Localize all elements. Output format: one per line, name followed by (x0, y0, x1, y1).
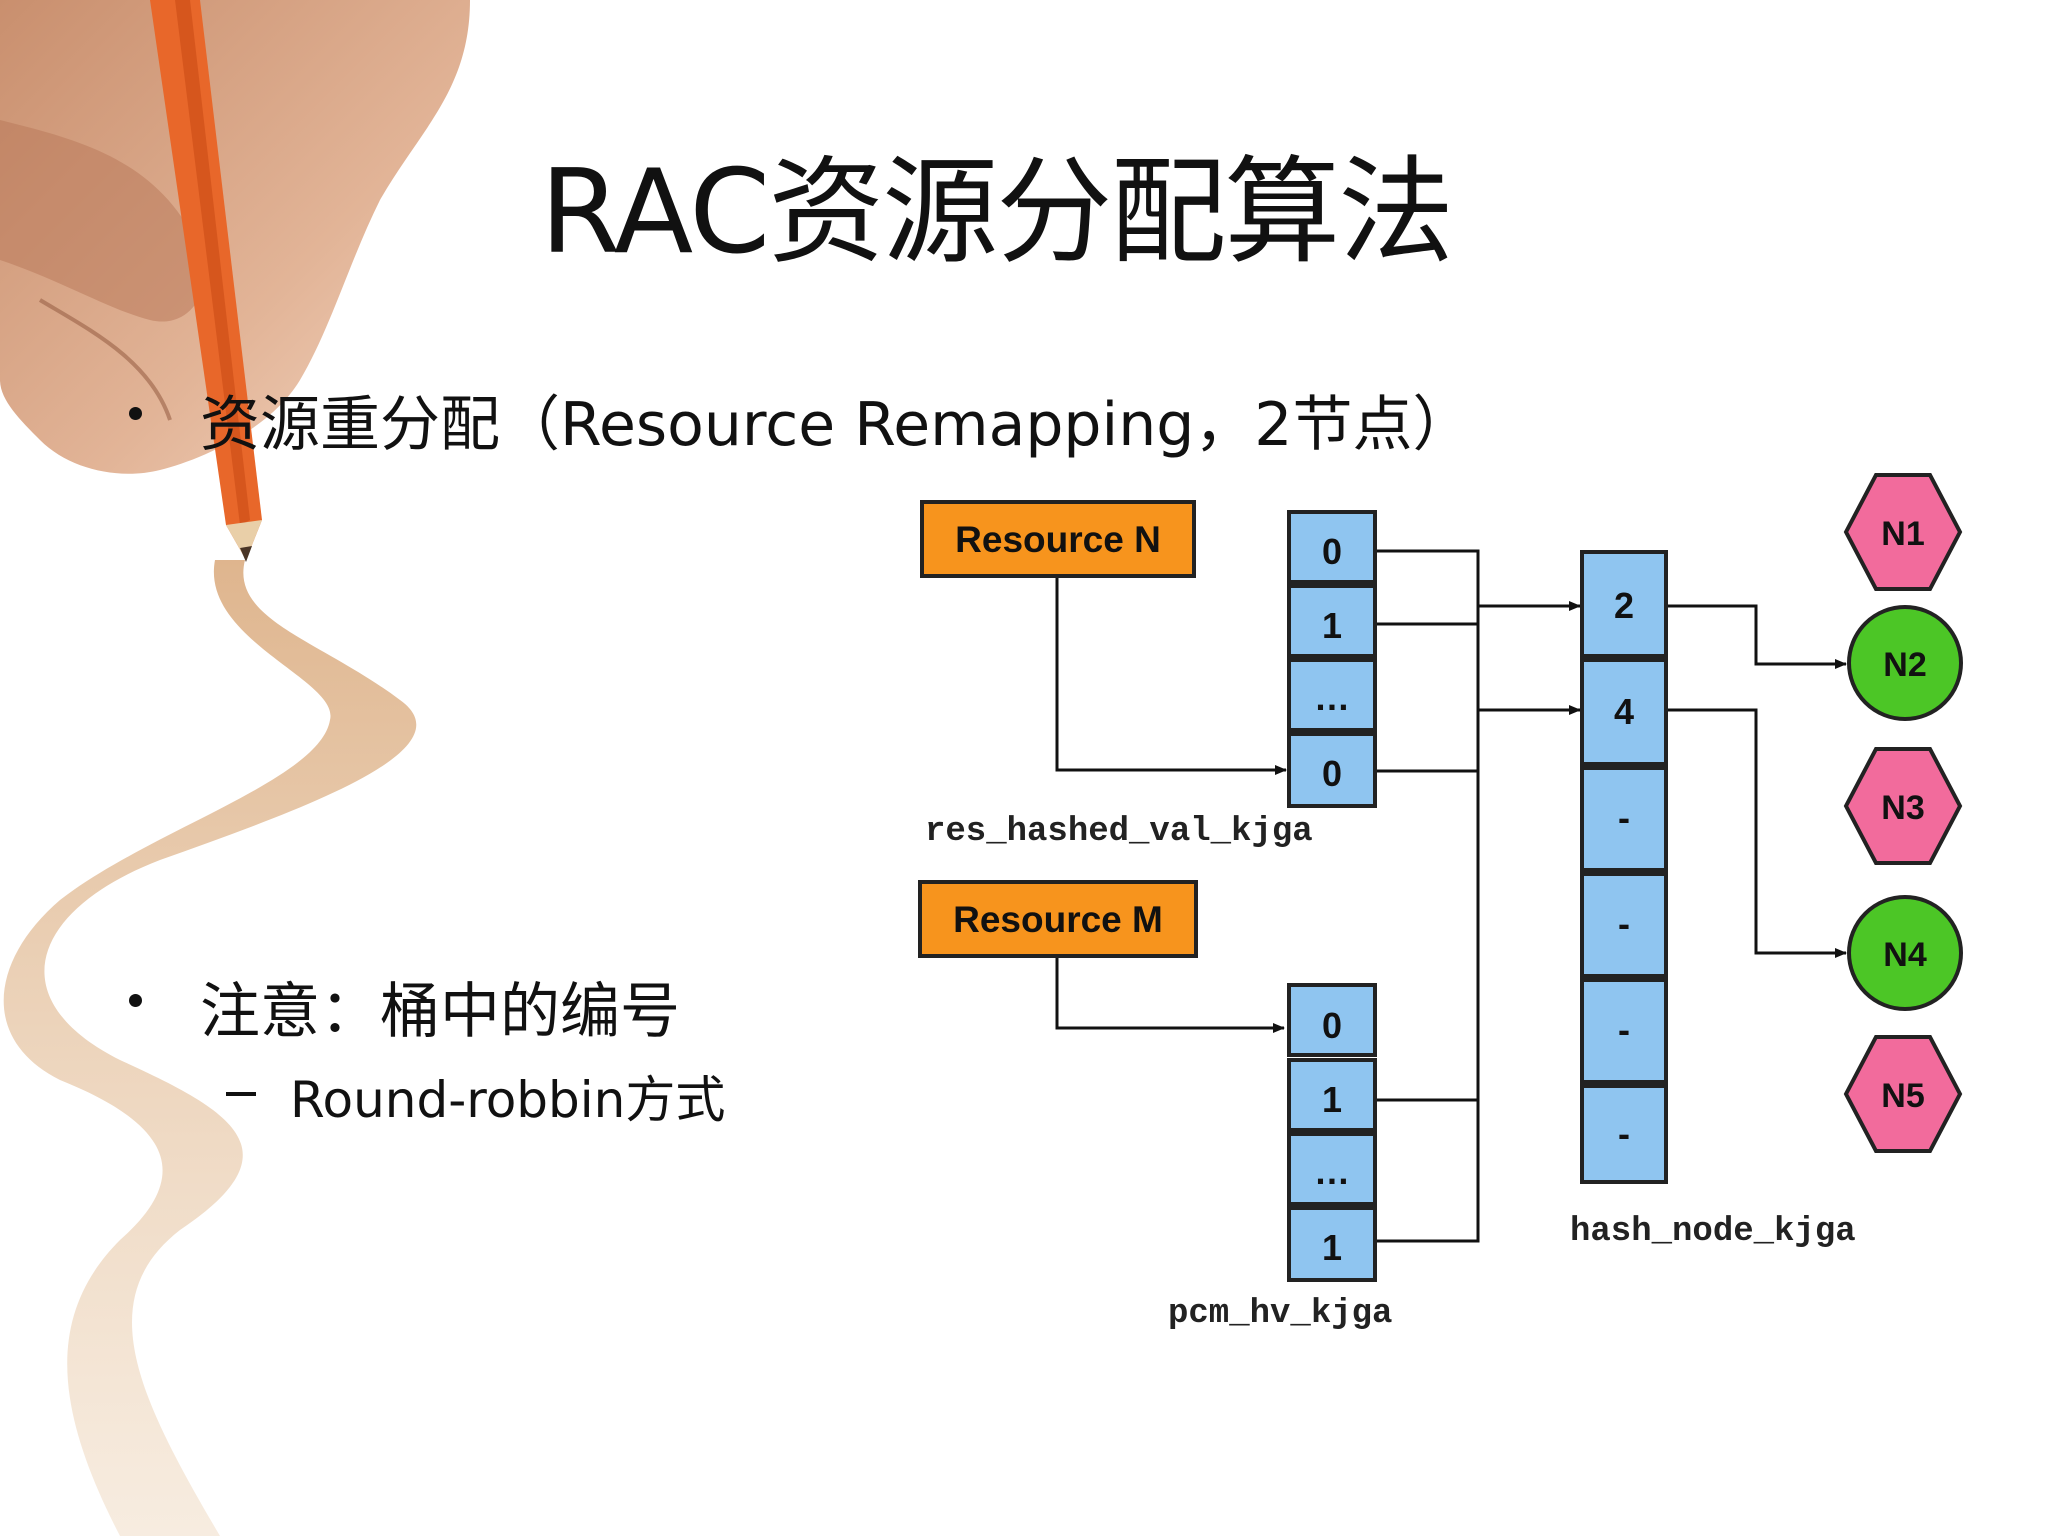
cell-value: - (1618, 1113, 1630, 1154)
node-n2: N2 (1847, 605, 1963, 721)
bullet-2: 注意：桶中的编号 (200, 977, 680, 1047)
array-cell (1580, 872, 1668, 978)
node-label: N5 (1881, 1077, 1924, 1115)
array-cell (1287, 1206, 1377, 1282)
array-cell (1580, 658, 1668, 766)
res-hashed-array: 0 1 … 0 (1287, 510, 1377, 808)
resource-m-box: Resource M (918, 880, 1198, 958)
cell-value: 1 (1322, 1227, 1342, 1268)
bullet-1: 资源重分配（Resource Remapping，2节点） (200, 390, 1473, 460)
node-label: N4 (1883, 936, 1927, 974)
connectors (1055, 549, 1847, 1243)
node-n3: N3 (1843, 747, 1963, 865)
resource-m-label: Resource M (953, 899, 1163, 940)
cell-value: 1 (1322, 1079, 1342, 1120)
array-cell (1287, 658, 1377, 732)
array-cell (1580, 978, 1668, 1084)
cell-value: 4 (1614, 691, 1634, 732)
cell-value: 0 (1322, 1005, 1342, 1046)
cell-value: 0 (1322, 753, 1342, 794)
array-cell (1287, 584, 1377, 658)
cell-value: 0 (1322, 531, 1342, 572)
array-cell (1580, 550, 1668, 658)
node-label: N2 (1883, 646, 1926, 684)
resource-n-box: Resource N (920, 500, 1196, 578)
hand (0, 0, 470, 474)
node-n1: N1 (1843, 473, 1963, 591)
bullet-dot (129, 994, 142, 1007)
hash-node-array: 2 4 - - - - (1580, 550, 1668, 1184)
cell-value: 2 (1614, 585, 1634, 626)
node-label: N1 (1881, 515, 1924, 553)
pcm-hv-array: 0 1 … 1 (1287, 983, 1377, 1282)
array-cell (1287, 983, 1377, 1057)
paint-stroke (3, 560, 417, 1536)
sub-bullet-dash (226, 1092, 256, 1096)
array-cell (1580, 766, 1668, 872)
node-n4: N4 (1847, 895, 1963, 1011)
array-cell (1287, 510, 1377, 584)
array-cell (1580, 1084, 1668, 1184)
cell-value: - (1618, 903, 1630, 944)
hash-node-array-name: hash_node_kjga (1570, 1213, 1856, 1251)
array-cell (1287, 1058, 1377, 1132)
res-hashed-array-name: res_hashed_val_kjga (925, 813, 1313, 851)
cell-value: - (1618, 797, 1630, 838)
array-cell (1287, 732, 1377, 808)
cell-value: … (1314, 1151, 1350, 1192)
slide-title: RAC资源分配算法 (540, 145, 1454, 280)
node-n5: N5 (1843, 1035, 1963, 1153)
array-cell (1287, 1132, 1377, 1206)
cell-value: 1 (1322, 605, 1342, 646)
resource-n-label: Resource N (955, 519, 1161, 560)
bullet-dot (129, 407, 142, 420)
node-label: N3 (1881, 789, 1924, 827)
cell-value: … (1314, 677, 1350, 718)
cell-value: - (1618, 1009, 1630, 1050)
sub-bullet-1: Round-robbin方式 (290, 1071, 726, 1129)
pcm-hv-array-name: pcm_hv_kjga (1168, 1295, 1392, 1333)
